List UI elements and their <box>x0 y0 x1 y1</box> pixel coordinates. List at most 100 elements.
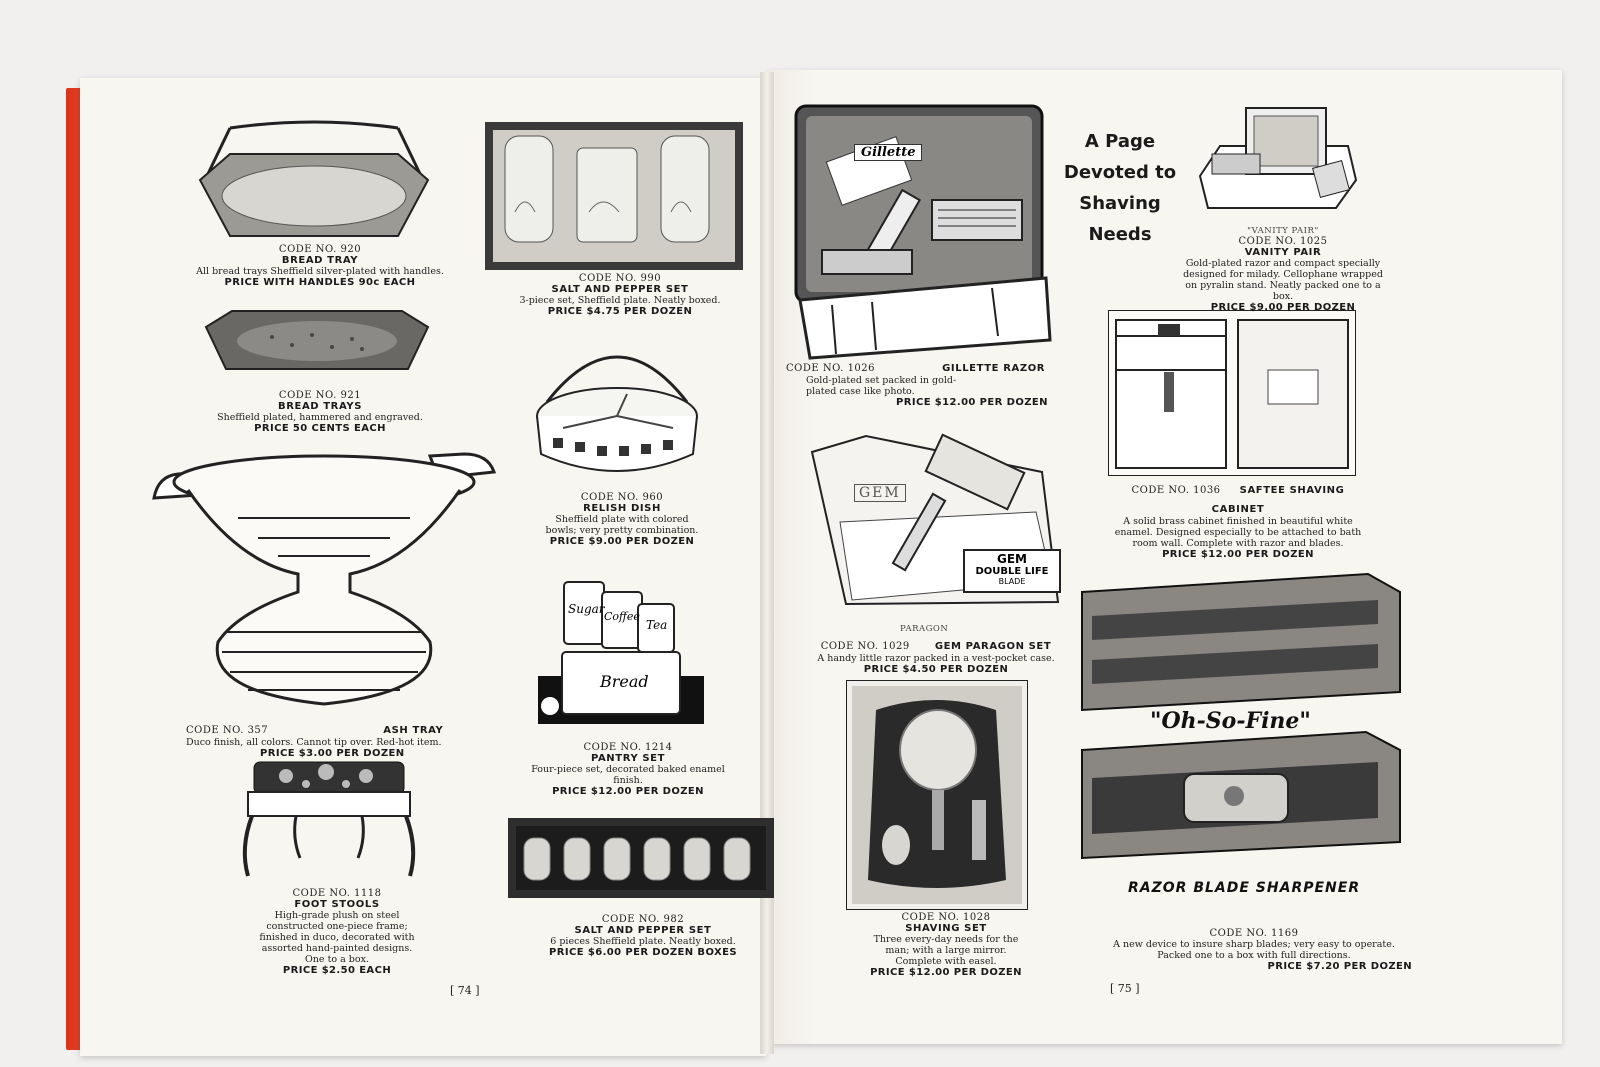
item-price: PRICE WITH HANDLES 90c EACH <box>224 277 416 288</box>
item-1028: CODE NO. 1028 SHAVING SET Three every-da… <box>862 912 1030 978</box>
relish-dish-illustration <box>536 355 698 472</box>
item-name: PANTRY SET <box>590 753 666 764</box>
item-price: PRICE $4.50 PER DOZEN <box>863 664 1009 675</box>
item-921: CODE NO. 921 BREAD TRAYS Sheffield plate… <box>190 390 450 434</box>
item-price: PRICE $6.00 PER DOZEN BOXES <box>549 947 737 958</box>
item-caption: "VANITY PAIR" <box>1247 226 1319 236</box>
item-357: CODE NO. 357 ASH TRAY Duco finish, all c… <box>186 718 476 759</box>
item-name: ASH TRAY <box>383 725 444 736</box>
item-description: 6 pieces Sheffield plate. Neatly boxed. <box>550 936 736 947</box>
item-price: PRICE $9.00 PER DOZEN <box>1210 302 1356 313</box>
pantry-set-illustration: Sugar Coffee Tea Bread <box>538 572 704 724</box>
item-1214: CODE NO. 1214 PANTRY SET Four-piece set,… <box>528 742 728 797</box>
item-description: All bread trays Sheffield silver-plated … <box>196 266 444 277</box>
item-price: PRICE $12.00 PER DOZEN <box>552 786 704 797</box>
vanity-pair-illustration <box>1198 107 1358 209</box>
bread-tray-illustration <box>198 120 430 237</box>
item-price: PRICE $12.00 PER DOZEN <box>870 967 1022 978</box>
razor-blade-sharpener-illustration <box>1081 572 1401 860</box>
item-1118: CODE NO. 1118 FOOT STOOLS High-grade plu… <box>252 888 422 976</box>
item-description: Duco finish, all colors. Cannot tip over… <box>186 737 442 748</box>
hammered-tray-illustration <box>204 310 430 370</box>
pantry-coffee-label: Coffee <box>604 610 640 623</box>
item-920: CODE NO. 920 BREAD TRAY All bread trays … <box>180 244 460 288</box>
pantry-sugar-label: Sugar <box>568 602 605 616</box>
item-price: PRICE 50 CENTS EACH <box>254 423 386 434</box>
book-gutter <box>760 72 774 1054</box>
item-description: High-grade plush on steel constructed on… <box>259 910 415 965</box>
item-price: PRICE $2.50 EACH <box>282 965 392 976</box>
item-name: SHAVING SET <box>905 923 987 934</box>
page-number-74: [ 74 ] <box>450 984 480 997</box>
code-label: CODE NO. 1026 <box>786 363 876 374</box>
heading-line: A Page <box>1084 131 1156 152</box>
item-name: SALT AND PEPPER SET <box>551 284 689 295</box>
item-name: BREAD TRAY <box>281 255 359 266</box>
item-1036: CODE NO. 1036 SAFTEE SHAVING CABINET A s… <box>1108 478 1368 560</box>
six-piece-salt-pepper-illustration <box>508 818 774 898</box>
item-price: PRICE $12.00 PER DOZEN <box>896 397 1048 408</box>
item-982: CODE NO. 982 SALT AND PEPPER SET 6 piece… <box>518 914 768 958</box>
item-1025: "VANITY PAIR" CODE NO. 1025 VANITY PAIR … <box>1178 226 1388 313</box>
item-1169: CODE NO. 1169 A new device to insure sha… <box>1096 928 1412 972</box>
shaving-set-illustration <box>846 680 1028 910</box>
code-label: CODE NO. 990 <box>578 273 662 284</box>
pantry-bread-label: Bread <box>600 672 649 691</box>
item-name: RELISH DISH <box>583 503 661 514</box>
ash-tray-illustration <box>152 452 497 706</box>
item-description: A handy little razor packed in a vest-po… <box>817 653 1055 664</box>
item-name: BREAD TRAYS <box>277 401 363 412</box>
razor-blade-sharpener-title: RAZOR BLADE SHARPENER <box>1128 880 1361 896</box>
code-label: CODE NO. 1118 <box>292 888 382 899</box>
gillette-razor-illustration: Gillette <box>792 100 1054 362</box>
heading-line: Devoted to <box>1063 162 1177 183</box>
item-description: Gold-plated set packed in gold-plated ca… <box>806 375 957 397</box>
item-name: GEM PARAGON SET <box>934 641 1052 652</box>
item-990: CODE NO. 990 SALT AND PEPPER SET 3-piece… <box>500 273 740 317</box>
page-number-75: [ 75 ] <box>1110 982 1140 995</box>
code-label: CODE NO. 357 <box>186 725 269 736</box>
shaving-cabinet-illustration <box>1107 309 1357 477</box>
salt-pepper-set-illustration <box>485 122 743 270</box>
code-label: CODE NO. 920 <box>278 244 362 255</box>
gem-blade-title: GEM <box>997 552 1027 566</box>
oh-so-fine-label: "Oh-So-Fine" <box>1150 708 1311 734</box>
item-description: A new device to insure sharp blades; ver… <box>1113 939 1395 961</box>
gem-blade-sub: DOUBLE LIFE <box>975 566 1049 577</box>
item-price: PRICE $4.75 PER DOZEN <box>547 306 693 317</box>
item-1026: CODE NO. 1026 GILLETTE RAZOR Gold-plated… <box>786 356 1076 408</box>
section-heading: A Page Devoted to Shaving Needs <box>1055 126 1185 250</box>
item-description: Sheffield plate with colored bowls; very… <box>545 514 699 536</box>
gem-paragon-illustration: GEM GEM DOUBLE LIFE BLADE <box>806 432 1068 608</box>
item-description: Four-piece set, decorated baked enamel f… <box>531 764 725 786</box>
code-label: CODE NO. 1025 <box>1238 236 1328 247</box>
pantry-tea-label: Tea <box>646 618 668 632</box>
gem-blade-type: BLADE <box>998 577 1026 586</box>
code-label: CODE NO. 1036 <box>1131 485 1221 496</box>
heading-line: Needs <box>1088 224 1152 245</box>
item-name: VANITY PAIR <box>1244 247 1322 258</box>
code-label: CODE NO. 982 <box>601 914 685 925</box>
item-price: PRICE $3.00 PER DOZEN <box>260 748 405 759</box>
item-description: Sheffield plated, hammered and engraved. <box>217 412 423 423</box>
gem-blade-box: GEM DOUBLE LIFE BLADE <box>966 552 1058 586</box>
code-label: CODE NO. 1214 <box>583 742 673 753</box>
item-description: 3-piece set, Sheffield plate. Neatly box… <box>519 295 721 306</box>
item-price: PRICE $9.00 PER DOZEN <box>549 536 695 547</box>
item-name: SALT AND PEPPER SET <box>574 925 712 936</box>
item-name: GILLETTE RAZOR <box>942 363 1046 374</box>
code-label: CODE NO. 960 <box>580 492 664 503</box>
heading-line: Shaving <box>1079 193 1161 214</box>
item-description: A solid brass cabinet finished in beauti… <box>1114 516 1362 549</box>
code-label: CODE NO. 921 <box>278 390 362 401</box>
item-price: PRICE $12.00 PER DOZEN <box>1162 549 1314 560</box>
item-price: PRICE $7.20 PER DOZEN <box>1267 961 1412 972</box>
code-label: CODE NO. 1169 <box>1209 928 1299 939</box>
gillette-label: Gillette <box>854 144 923 161</box>
item-name: FOOT STOOLS <box>294 899 380 910</box>
code-label: CODE NO. 1029 <box>820 641 910 652</box>
item-1029: PARAGON CODE NO. 1029 GEM PARAGON SET A … <box>800 624 1072 675</box>
code-label: CODE NO. 1028 <box>901 912 991 923</box>
item-caption: PARAGON <box>900 624 949 634</box>
item-name: SAFTEE SHAVING CABINET <box>1211 485 1345 515</box>
